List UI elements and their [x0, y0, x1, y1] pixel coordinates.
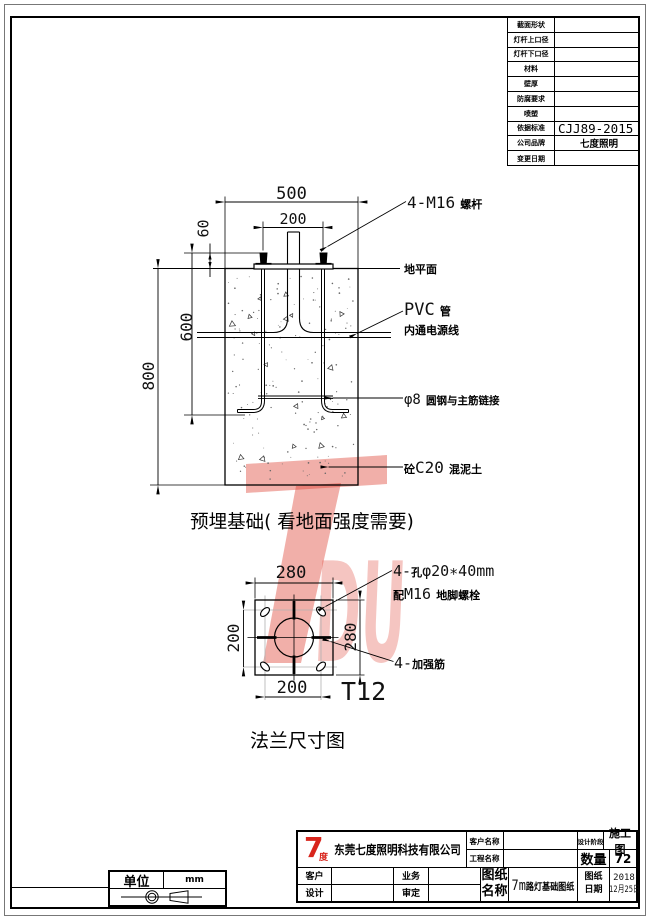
spec-value: [556, 62, 640, 76]
spec-value: [556, 151, 640, 166]
spec-value: [556, 107, 640, 121]
drawing-name-value: 7m路灯基础图纸: [511, 877, 575, 894]
spec-row-8: 公司品牌 七度照明: [508, 136, 639, 152]
approver-label: 审定: [401, 889, 420, 899]
dim-280-right: 280: [341, 622, 360, 652]
spec-row-0: 截面形状: [508, 18, 639, 33]
spec-value: [556, 33, 640, 47]
dim-60: 60: [194, 219, 213, 238]
label-tie-bar: φ8 圆钢与主筋链接: [404, 392, 500, 408]
spec-row-4: 壁厚: [508, 77, 639, 92]
designer-label: 设计: [305, 889, 324, 899]
spec-row-9: 变更日期: [508, 151, 639, 166]
dim-200-bottom: 200: [276, 678, 308, 698]
drawing-name-label: 图纸名称: [481, 868, 508, 899]
dim-200-left: 200: [224, 623, 243, 653]
label-bolt-holes-line2: 配M16 地脚螺栓: [393, 585, 481, 603]
dim-280-top: 280: [275, 563, 307, 583]
dim-500: 500: [276, 184, 307, 204]
spec-row-5: 防腐要求: [508, 92, 639, 107]
spec-label: 公司品牌: [508, 136, 555, 151]
projection-symbol: [121, 890, 202, 904]
dim-200-top: 200: [279, 210, 307, 228]
label-bolt-holes: 4-孔φ20∗40mm: [393, 562, 495, 580]
units-box: 单位 mm: [108, 870, 227, 907]
dim-800: 800: [139, 361, 158, 391]
drawing-date-label: 图纸日期: [584, 871, 603, 896]
client-label: 客户: [305, 872, 324, 882]
project-name-label: 工程名称: [469, 854, 500, 863]
label-concrete: 砼C20 混泥土: [404, 458, 482, 477]
sheet-outer-border: [4, 4, 646, 916]
spec-row-1: 灯杆上口径: [508, 32, 640, 48]
customer-name-value: [504, 832, 577, 850]
customer-name-label: 客户名称: [469, 836, 500, 846]
flange-view-caption: 法兰尺寸图: [250, 730, 346, 752]
spec-label: 灯杆上口径: [508, 32, 555, 47]
main-view-caption: 预埋基础( 看地面强度需要): [190, 512, 414, 533]
quantity-label: 数量: [580, 853, 607, 868]
spec-label: 材料: [508, 62, 555, 77]
title-block: 7 度 东莞七度照明科技有限公司 客户名称 工程名称 设计阶段 施工图 数量 7…: [296, 826, 640, 903]
spec-value: [556, 92, 640, 106]
spec-row-3: 材料: [508, 62, 640, 78]
spec-label: 喷塑: [508, 106, 555, 121]
label-pvc-pipe-line2: 内通电源线: [404, 324, 459, 337]
project-name-value: [504, 850, 577, 867]
label-ground-level: 地平面: [404, 263, 437, 276]
spec-label: 依据标准: [508, 121, 555, 136]
spec-value: [556, 18, 640, 32]
sales-label: 业务: [401, 872, 420, 882]
units-label: 单位: [123, 874, 150, 890]
spec-label: 壁厚: [508, 77, 555, 91]
quantity-value: 72: [614, 851, 632, 866]
spec-label: 截面形状: [508, 18, 555, 32]
spec-value: CJJ89-2015: [558, 121, 634, 136]
units-value: mm: [185, 875, 204, 885]
spec-value: 七度照明: [579, 139, 618, 151]
sheet-inner-border: [10, 16, 640, 909]
spec-label: 防腐要求: [508, 92, 555, 106]
label-plate-thickness: T12: [341, 677, 387, 706]
logo-seven: 7: [304, 831, 324, 864]
logo-du: 度: [319, 853, 329, 863]
spec-row-6: 喷塑: [508, 106, 640, 122]
label-anchor-bolts: 4-M16 螺杆: [407, 193, 483, 212]
dim-600: 600: [177, 312, 196, 342]
spec-label: 灯杆下口径: [508, 47, 555, 62]
spec-row-2: 灯杆下口径: [508, 47, 640, 63]
company-logo: 7 度: [304, 834, 330, 865]
company-name: 东莞七度照明科技有限公司: [334, 843, 461, 857]
spec-value: [556, 77, 640, 91]
spec-label: 变更日期: [508, 151, 555, 166]
design-stage-value: 施工图: [609, 826, 631, 856]
spec-value: [556, 48, 640, 62]
frame-strip-line: [11, 887, 108, 889]
watermark-seven: [246, 455, 387, 663]
label-ribs: 4-加强筋: [394, 654, 446, 672]
label-pvc-pipe: PVC 管: [404, 300, 451, 320]
design-stage-label: 设计阶段: [577, 837, 604, 846]
